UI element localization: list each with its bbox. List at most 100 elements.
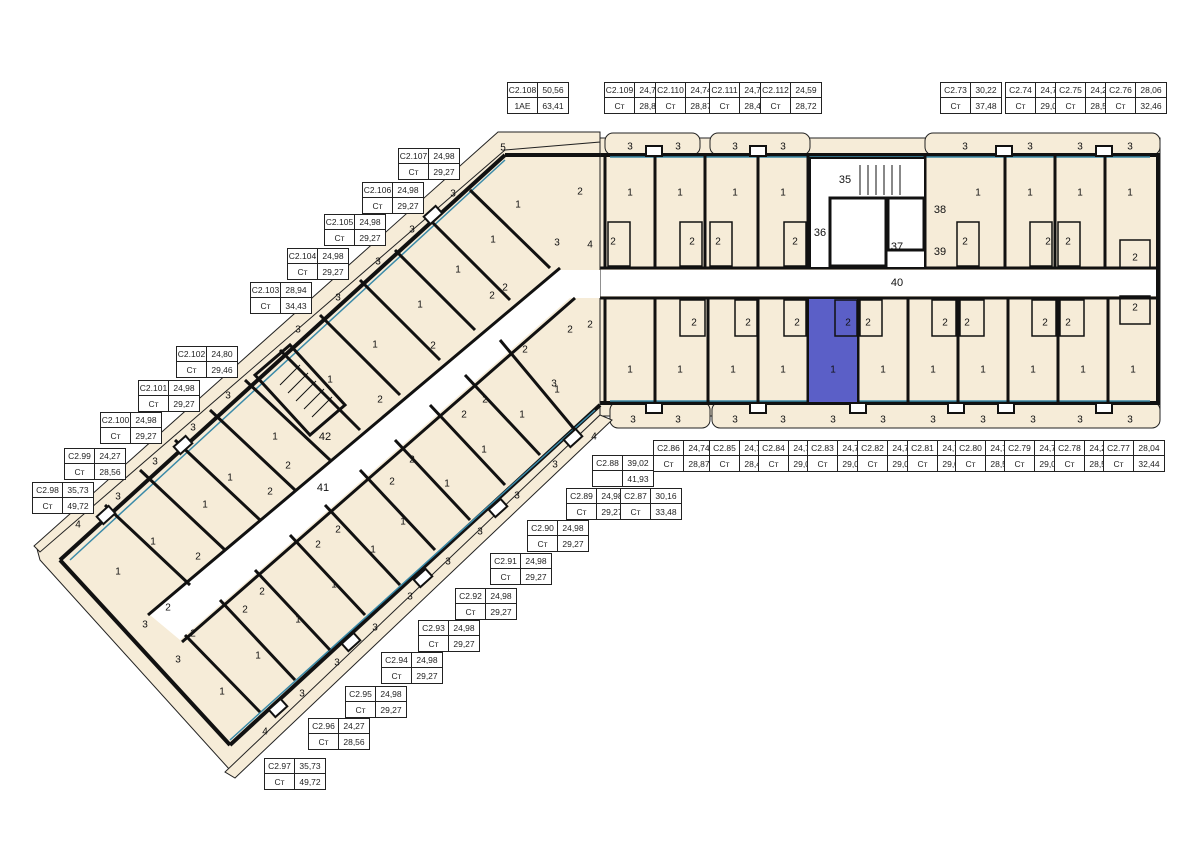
right-wing bbox=[545, 132, 1161, 429]
svg-text:3: 3 bbox=[445, 557, 451, 568]
svg-text:1: 1 bbox=[202, 500, 208, 511]
svg-text:1: 1 bbox=[1077, 188, 1083, 199]
svg-text:3: 3 bbox=[477, 527, 483, 538]
svg-text:3: 3 bbox=[115, 492, 121, 503]
svg-text:2: 2 bbox=[1065, 237, 1071, 248]
svg-text:1: 1 bbox=[780, 365, 786, 376]
svg-text:3: 3 bbox=[295, 325, 301, 336]
svg-text:3: 3 bbox=[554, 238, 560, 249]
svg-text:3: 3 bbox=[1027, 142, 1033, 153]
svg-text:3: 3 bbox=[1077, 415, 1083, 426]
svg-text:3: 3 bbox=[551, 379, 557, 390]
svg-text:1: 1 bbox=[519, 410, 525, 421]
svg-text:1: 1 bbox=[1027, 188, 1033, 199]
svg-text:3: 3 bbox=[190, 423, 196, 434]
svg-text:2: 2 bbox=[587, 320, 593, 331]
svg-text:2: 2 bbox=[715, 237, 721, 248]
svg-text:1: 1 bbox=[370, 545, 376, 556]
svg-text:2: 2 bbox=[267, 487, 273, 498]
svg-text:2: 2 bbox=[482, 395, 488, 406]
svg-text:2: 2 bbox=[389, 477, 395, 488]
svg-text:1: 1 bbox=[272, 432, 278, 443]
svg-text:2: 2 bbox=[522, 345, 528, 356]
diagonal-wing bbox=[33, 131, 613, 779]
svg-text:1: 1 bbox=[1130, 365, 1136, 376]
svg-text:3: 3 bbox=[780, 142, 786, 153]
svg-text:1: 1 bbox=[515, 200, 521, 211]
svg-text:2: 2 bbox=[792, 237, 798, 248]
svg-text:3: 3 bbox=[962, 142, 968, 153]
svg-text:2: 2 bbox=[190, 629, 196, 640]
svg-text:3: 3 bbox=[1127, 142, 1133, 153]
svg-text:1: 1 bbox=[627, 365, 633, 376]
svg-text:2: 2 bbox=[285, 461, 291, 472]
svg-text:1: 1 bbox=[255, 651, 261, 662]
svg-text:3: 3 bbox=[1030, 415, 1036, 426]
svg-text:2: 2 bbox=[1042, 318, 1048, 329]
svg-text:2: 2 bbox=[489, 291, 495, 302]
svg-text:4: 4 bbox=[262, 727, 268, 738]
svg-text:41: 41 bbox=[317, 482, 329, 494]
svg-text:2: 2 bbox=[689, 237, 695, 248]
svg-text:2: 2 bbox=[502, 283, 508, 294]
svg-text:3: 3 bbox=[630, 415, 636, 426]
svg-text:1: 1 bbox=[372, 340, 378, 351]
svg-text:2: 2 bbox=[335, 525, 341, 536]
svg-text:2: 2 bbox=[1045, 237, 1051, 248]
svg-text:3: 3 bbox=[930, 415, 936, 426]
svg-text:3: 3 bbox=[880, 415, 886, 426]
svg-text:1: 1 bbox=[227, 473, 233, 484]
svg-text:36: 36 bbox=[814, 227, 826, 239]
svg-text:2: 2 bbox=[165, 603, 171, 614]
svg-text:1: 1 bbox=[295, 615, 301, 626]
svg-text:42: 42 bbox=[319, 431, 331, 443]
room-numbers: 1 1 1 1 1 1 1 1 1 1 1 1 1 1 1 1 1 1 1 1 … bbox=[75, 142, 1138, 738]
svg-text:2: 2 bbox=[1065, 318, 1071, 329]
svg-text:2: 2 bbox=[964, 318, 970, 329]
svg-text:3: 3 bbox=[225, 391, 231, 402]
svg-text:3: 3 bbox=[675, 415, 681, 426]
svg-text:3: 3 bbox=[552, 460, 558, 471]
svg-text:1: 1 bbox=[219, 687, 225, 698]
svg-text:2: 2 bbox=[845, 318, 851, 329]
svg-text:3: 3 bbox=[627, 142, 633, 153]
svg-text:35: 35 bbox=[839, 174, 851, 186]
svg-text:1: 1 bbox=[880, 365, 886, 376]
svg-text:3: 3 bbox=[142, 620, 148, 631]
svg-text:1: 1 bbox=[732, 188, 738, 199]
svg-text:1: 1 bbox=[444, 479, 450, 490]
svg-text:3: 3 bbox=[980, 415, 986, 426]
svg-text:1: 1 bbox=[830, 365, 836, 376]
svg-text:1: 1 bbox=[780, 188, 786, 199]
svg-text:3: 3 bbox=[175, 655, 181, 666]
